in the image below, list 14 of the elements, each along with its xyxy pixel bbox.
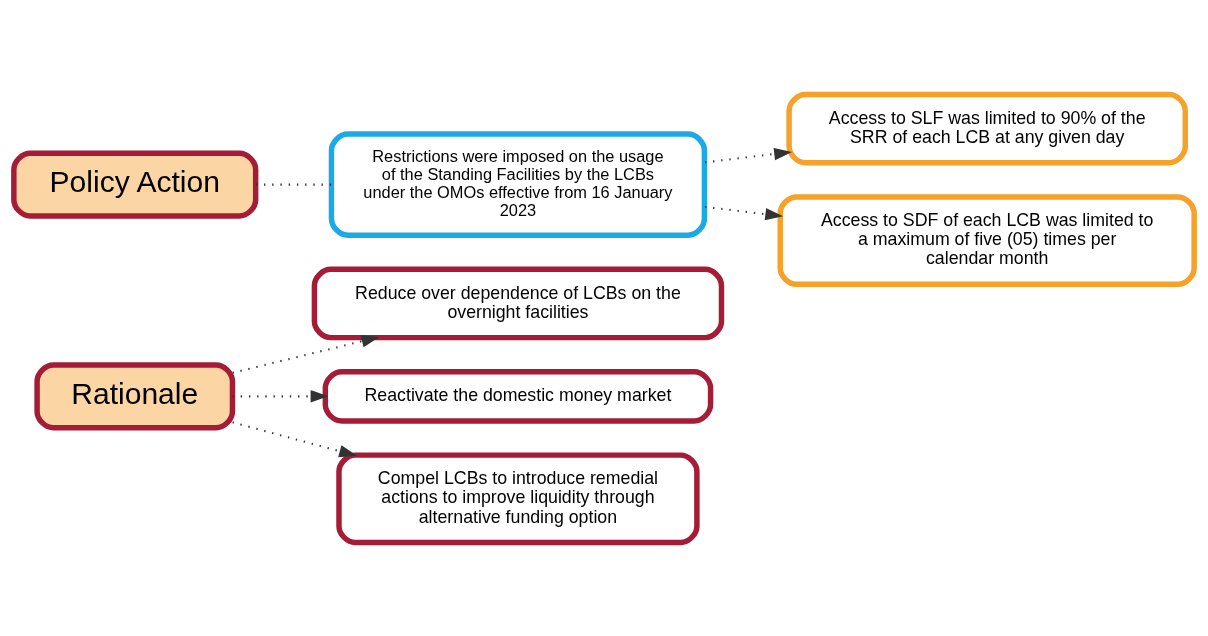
arrow [704,147,792,163]
node-box: Restrictions were imposed on the usage of the Standing Facilities by the LCBs under the OMOs effective from 16 January 2023 [328,130,708,238]
connector [256,183,332,186]
node-box: Access to SDF of each LCB was limited to a maximum of five (05) times per calendar month [777,193,1197,287]
node-box: Policy Action [11,150,259,219]
node-box: Rationale [34,361,236,431]
node-box: Access to SLF was limited to 90% of the SRR of each LCB at any given day [786,91,1188,165]
arrow [704,205,784,220]
node-box: Reduce over dependence of LCBs on the overnight facilities [311,266,725,340]
arrow [232,420,357,457]
arrow [232,389,329,403]
arrow [232,334,380,374]
node-box: Compel LCBs to introduce remedial actions to improve liquidity through alternative funding option [336,451,700,545]
node-box: Reactivate the domestic money market [322,368,714,424]
